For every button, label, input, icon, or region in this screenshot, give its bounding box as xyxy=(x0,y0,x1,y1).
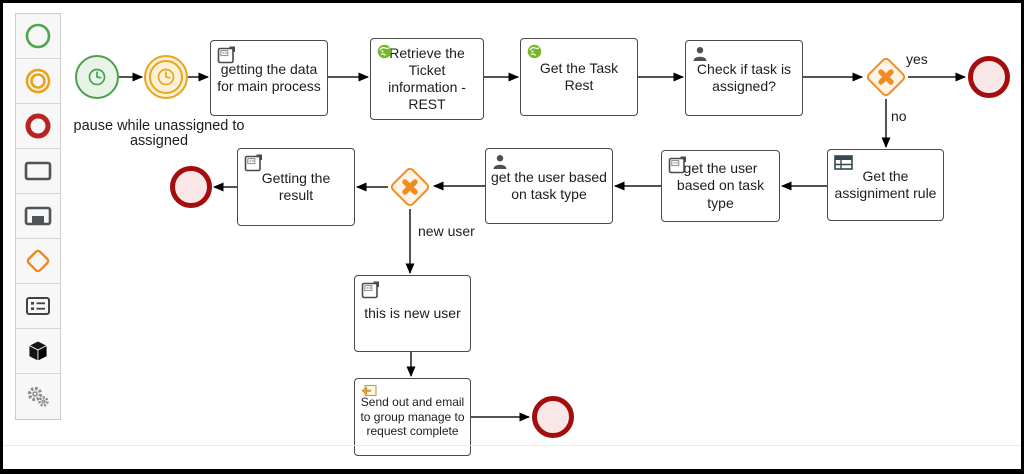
script-icon: <> xyxy=(217,46,235,64)
svg-text:<>: <> xyxy=(673,161,679,166)
gears-icon xyxy=(27,386,49,407)
palette-gears[interactable] xyxy=(16,374,60,419)
script-icon: <> xyxy=(361,281,379,299)
end-event-complete[interactable] xyxy=(532,396,574,438)
business-rule-icon xyxy=(834,155,853,170)
task-label: Getting the result xyxy=(261,169,331,203)
palette-intermediate-event[interactable] xyxy=(16,59,60,104)
decision-table-icon xyxy=(26,297,50,315)
send-mail-icon xyxy=(361,384,377,397)
clock-icon xyxy=(157,68,175,86)
rest-globe-icon xyxy=(527,44,542,59)
exclusive-gateway-new-user[interactable] xyxy=(388,165,432,209)
script-icon: <> xyxy=(668,156,686,174)
task-get-task-rest[interactable]: Get the Task Rest xyxy=(520,38,638,116)
task-label: Get the assigniment rule xyxy=(834,167,937,201)
task-getting-result[interactable]: <> Getting the result xyxy=(237,148,355,226)
cube-icon xyxy=(28,340,48,362)
task-get-user[interactable]: get the user based on task type xyxy=(485,148,613,224)
task-icon xyxy=(24,161,52,181)
exclusive-gateway-assigned[interactable] xyxy=(864,55,908,99)
pause-annotation: pause while unassigned to assigned xyxy=(73,118,245,149)
task-get-user-script[interactable]: <> get the user based on task type xyxy=(661,150,780,222)
user-icon xyxy=(693,47,707,61)
user-icon xyxy=(493,155,507,169)
palette-cube[interactable] xyxy=(16,329,60,374)
flow-label-yes: yes xyxy=(906,51,928,67)
task-label: Check if task is assigned? xyxy=(696,60,792,94)
flow-label-new-user: new user xyxy=(418,223,475,239)
palette-end-event[interactable] xyxy=(16,104,60,149)
inner-ring xyxy=(149,60,183,94)
task-label: Get the Task Rest xyxy=(539,59,619,93)
palette-start-event[interactable] xyxy=(16,14,60,59)
task-label: Retrieve the Ticket information -REST xyxy=(388,44,466,113)
subprocess-icon xyxy=(24,206,52,226)
rest-globe-icon xyxy=(377,44,392,59)
task-check-assigned[interactable]: Check if task is assigned? xyxy=(685,40,803,116)
start-event-icon xyxy=(25,23,51,49)
palette-decision-table[interactable] xyxy=(16,284,60,329)
palette-gateway[interactable] xyxy=(16,239,60,284)
task-this-is-new-user[interactable]: <> this is new user xyxy=(354,275,471,352)
task-label: Send out and email to group manage to re… xyxy=(360,394,465,439)
intermediate-timer-event[interactable] xyxy=(144,55,188,99)
task-label: get the user based on task type xyxy=(491,168,607,202)
task-getting-data[interactable]: <> getting the data for main process xyxy=(210,40,328,116)
palette-task[interactable] xyxy=(16,149,60,194)
palette-subprocess[interactable] xyxy=(16,194,60,239)
end-event-assigned[interactable] xyxy=(968,56,1010,98)
task-retrieve-ticket[interactable]: Retrieve the Ticket information -REST xyxy=(370,38,484,120)
task-label: this is new user xyxy=(364,304,461,321)
svg-text:<>: <> xyxy=(222,51,228,56)
end-event-result[interactable] xyxy=(170,166,212,208)
svg-text:<>: <> xyxy=(366,286,372,291)
task-label: getting the data for main process xyxy=(217,60,321,94)
end-event-icon xyxy=(25,113,51,139)
shape-palette xyxy=(15,13,61,420)
task-label: get the user based on task type xyxy=(676,160,765,211)
task-send-email[interactable]: Send out and email to group manage to re… xyxy=(354,378,471,456)
x-mark-icon xyxy=(402,179,418,195)
intermediate-event-icon xyxy=(25,68,51,94)
gateway-icon xyxy=(26,249,50,273)
clock-icon xyxy=(88,68,106,86)
flow-label-no: no xyxy=(891,108,907,124)
svg-text:<>: <> xyxy=(249,159,255,164)
timer-start-event[interactable] xyxy=(75,55,119,99)
task-assignment-rule[interactable]: Get the assigniment rule xyxy=(827,149,944,221)
x-mark-icon xyxy=(878,69,894,85)
canvas-bottom-edge xyxy=(3,445,1021,446)
script-icon: <> xyxy=(244,154,262,172)
